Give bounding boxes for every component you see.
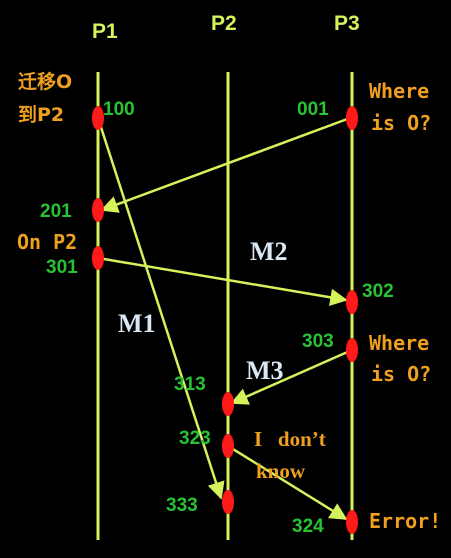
annotation-on-p2: On P2	[17, 230, 77, 254]
message-label-m1: M1	[118, 309, 156, 338]
event-dot-303	[346, 338, 358, 362]
event-label-313: 313	[174, 374, 206, 395]
event-dot-313	[222, 392, 234, 416]
message-arrow-where-query	[100, 116, 351, 213]
message-label-m2: M2	[250, 237, 288, 266]
event-dot-201	[92, 198, 104, 222]
annotation-where-query-2-line2: is O?	[371, 362, 431, 386]
message-arrow-m2	[97, 256, 348, 306]
annotation-dont-know-line1: I don’t	[254, 427, 326, 451]
event-label-323: 323	[179, 428, 211, 449]
event-label-303: 303	[302, 331, 334, 352]
process-label-p3: P3	[334, 12, 360, 35]
event-label-301: 301	[46, 257, 78, 278]
event-dot-333	[222, 490, 234, 514]
event-label-001: 001	[297, 99, 329, 120]
event-dot-324	[346, 510, 358, 534]
event-dot-001	[346, 106, 358, 130]
message-arrow-m1	[96, 117, 225, 500]
annotation-migrate-line2: 到P2	[18, 104, 64, 126]
annotation-migrate-line1: 迁移O	[18, 70, 72, 93]
message-arrow-reply	[227, 444, 348, 521]
event-dot-302	[346, 290, 358, 314]
event-label-302: 302	[362, 281, 394, 302]
event-label-100: 100	[103, 99, 135, 120]
annotation-where-query-2-line1: Where	[369, 331, 429, 355]
event-label-201: 201	[40, 201, 72, 222]
annotation-error: Error!	[369, 509, 441, 533]
event-dot-301	[92, 246, 104, 270]
annotation-dont-know-line2: know	[256, 459, 306, 483]
annotation-where-query-1-line2: is O?	[371, 111, 431, 135]
process-label-p2: P2	[211, 12, 237, 35]
annotation-where-query-1-line1: Where	[369, 79, 429, 103]
event-dot-100	[92, 106, 104, 130]
message-arrow-m3	[230, 348, 353, 405]
process-label-p1: P1	[92, 20, 118, 43]
event-label-324: 324	[292, 516, 324, 537]
message-label-m3: M3	[246, 356, 284, 385]
event-label-333: 333	[166, 495, 198, 516]
event-dot-323	[222, 434, 234, 458]
